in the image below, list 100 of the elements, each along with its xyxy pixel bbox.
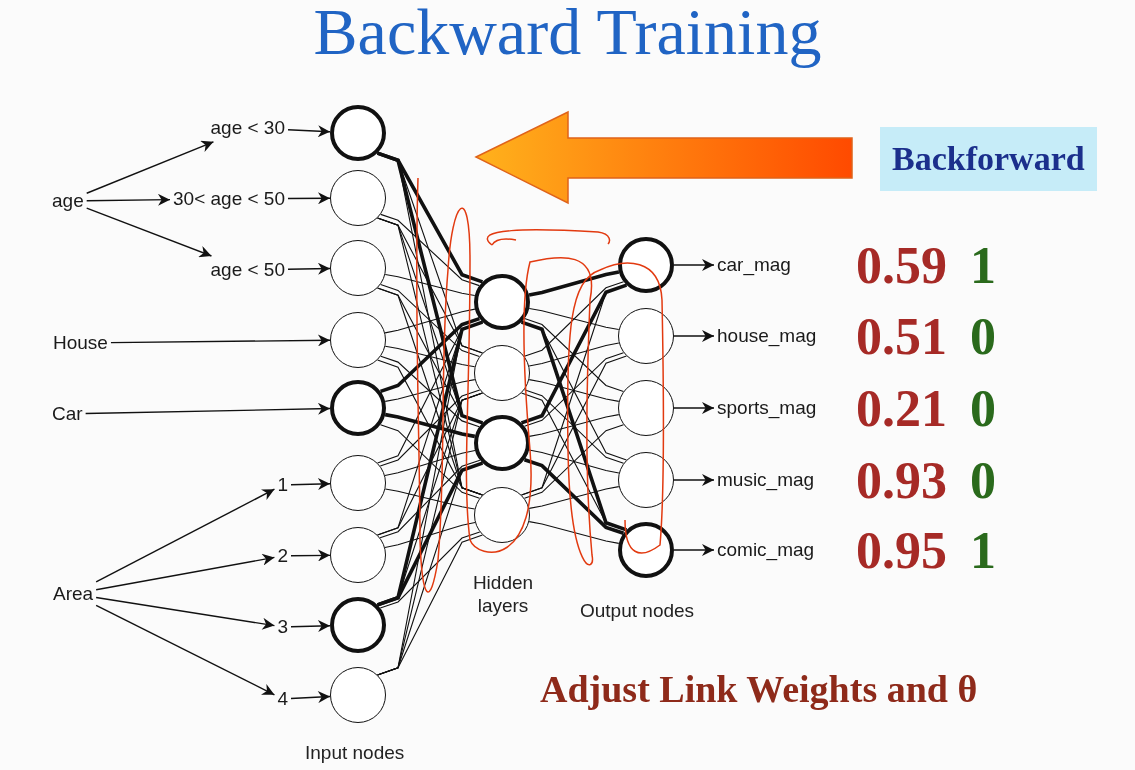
connection-line (528, 486, 620, 509)
feature-label: 4 (277, 688, 288, 710)
feature-label: sports_mag (717, 397, 817, 419)
arrow (95, 553, 276, 591)
neuron-circle (330, 240, 386, 296)
target-value: 1 (970, 236, 996, 296)
arrow (95, 604, 276, 696)
target-value: 1 (970, 521, 996, 581)
connection-line (376, 359, 484, 496)
connection-line (379, 459, 481, 539)
connection-line (384, 521, 476, 549)
connection-line (384, 488, 476, 510)
arrow (673, 543, 715, 556)
connection-line (523, 458, 625, 535)
feature-label: car_mag (717, 254, 791, 276)
feature-label: 1 (277, 474, 288, 496)
arrow (673, 258, 715, 271)
connection-line (520, 320, 628, 532)
connection-line (523, 389, 625, 464)
feature-label: age < 30 (210, 117, 285, 139)
arrow (86, 207, 213, 258)
connection-line (384, 449, 476, 477)
score-value: 0.21 (856, 379, 947, 439)
feature-label: age (52, 190, 84, 212)
score-value: 0.95 (856, 521, 947, 581)
neuron-circle (618, 380, 674, 436)
arrow (673, 401, 715, 414)
neuron-circle (618, 522, 674, 578)
connection-line (384, 412, 476, 439)
neuron-circle (474, 274, 530, 330)
layer-caption: Input nodes (305, 742, 405, 765)
layer-caption: Hidden layers (471, 572, 535, 618)
neuron-circle (330, 597, 386, 653)
connection-line (528, 414, 620, 437)
arrow (287, 262, 331, 275)
neuron-circle (330, 527, 386, 583)
connection-line (380, 355, 480, 428)
connection-line (528, 307, 620, 331)
connection-line (384, 379, 476, 402)
connection-line (376, 151, 484, 425)
neuron-circle (474, 415, 530, 471)
neuron-circle (330, 667, 386, 723)
arrow (95, 488, 276, 583)
connection-line (379, 531, 481, 609)
connection-line (376, 461, 484, 607)
arrow (95, 596, 276, 630)
highlight-banner: Backforward (880, 127, 1097, 191)
score-value: 0.93 (856, 451, 947, 511)
arrow (287, 192, 331, 205)
connection-line (528, 270, 620, 297)
connection-line (523, 281, 625, 357)
connection-line (384, 308, 476, 334)
connection-line (379, 316, 481, 394)
title: Backward Training (312, 0, 823, 70)
target-value: 0 (970, 379, 996, 439)
feature-label: House (53, 332, 108, 354)
neuron-circle (330, 105, 386, 161)
score-value: 0.51 (856, 307, 947, 367)
connection-line (379, 389, 481, 467)
neuron-circle (330, 455, 386, 511)
neuron-circle (618, 452, 674, 508)
feature-label: age < 50 (210, 259, 285, 281)
feature-label: 30< age < 50 (173, 188, 285, 210)
feature-label: 3 (277, 616, 288, 638)
feature-label: 2 (277, 545, 288, 567)
feature-label: music_mag (717, 469, 815, 491)
connection-line (528, 379, 620, 402)
arrow (290, 549, 331, 562)
connection-line (523, 352, 625, 427)
neuron-circle (618, 237, 674, 293)
feature-label: house_mag (717, 325, 817, 347)
neuron-circle (330, 312, 386, 368)
arrow (673, 473, 715, 486)
neuron-circle (474, 487, 530, 543)
neuron-circle (330, 380, 386, 436)
connection-line (523, 424, 625, 499)
connection-line (380, 283, 480, 358)
connection-line (379, 424, 481, 499)
score-value: 0.59 (856, 236, 947, 296)
arrow (290, 691, 331, 704)
connection-line (520, 283, 628, 425)
feature-label: Car (52, 403, 83, 425)
connection-line (528, 342, 620, 367)
connection-line (524, 318, 624, 392)
arrow (84, 402, 331, 415)
neuron-circle (474, 345, 530, 401)
note-text: Adjust Link Weights and θ (540, 667, 978, 712)
connection-line (380, 213, 480, 287)
feature-label: Area (53, 583, 94, 605)
connection-line (528, 449, 620, 474)
connection-line (520, 355, 628, 496)
arrow (86, 193, 171, 206)
connection-line (384, 273, 476, 297)
neuron-circle (330, 170, 386, 226)
arrow (290, 620, 331, 632)
target-value: 0 (970, 451, 996, 511)
neuron-circle (618, 308, 674, 364)
arrow (110, 334, 331, 347)
connection-line (528, 521, 620, 544)
connection-line (376, 534, 484, 676)
